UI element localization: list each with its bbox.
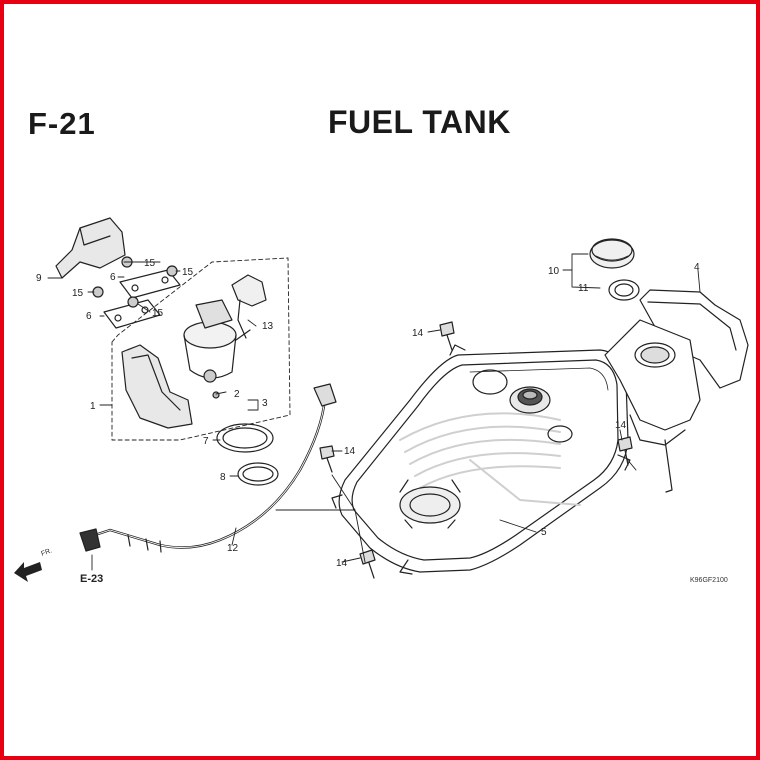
- fuel-cap: [589, 238, 635, 269]
- fuel-tank: [331, 344, 631, 575]
- pump-strainer: [121, 344, 193, 429]
- nut: [166, 265, 178, 277]
- direction-label: FR.: [40, 547, 53, 557]
- callout-labels: 1 2 3 4 5 6 6 7 8 9 10 11 12 13 14 14 14…: [36, 258, 700, 569]
- callout-14c: 14: [336, 558, 348, 569]
- pump-assembly-outline: [111, 257, 291, 441]
- callout-7: 7: [203, 436, 209, 447]
- leader-lines: [47, 253, 701, 571]
- set-ring: [237, 462, 279, 486]
- callout-9: 9: [36, 273, 42, 284]
- callout-6a: 6: [110, 272, 116, 283]
- callout-15a: 15: [144, 258, 156, 269]
- callout-15c: 15: [72, 288, 84, 299]
- nut: [92, 286, 104, 298]
- callout-13: 13: [262, 321, 274, 332]
- callout-6b: 6: [86, 311, 92, 322]
- nut: [127, 296, 139, 308]
- bolt: [617, 436, 633, 466]
- callout-4: 4: [694, 262, 700, 273]
- callout-8: 8: [220, 472, 226, 483]
- bolt: [319, 445, 335, 473]
- tank-bracket: [604, 289, 749, 493]
- fuel-pump: [183, 299, 237, 383]
- callout-12: 12: [227, 543, 239, 554]
- callout-11: 11: [578, 283, 589, 294]
- callout-14d: 14: [615, 420, 627, 431]
- callout-14a: 14: [412, 328, 424, 339]
- bolt: [439, 321, 455, 351]
- bracket-plate: [119, 269, 181, 299]
- callout-10: 10: [548, 266, 560, 277]
- drawing-code: K96GF2100: [690, 577, 728, 584]
- callout-3: 3: [262, 398, 268, 409]
- callout-14b: 14: [344, 446, 356, 457]
- callout-5: 5: [541, 527, 547, 538]
- honda-wing-logo: [399, 412, 581, 506]
- callout-15b: 15: [182, 267, 194, 278]
- cap-gasket: [608, 279, 640, 301]
- callout-1: 1: [90, 401, 96, 412]
- front-direction-arrow: [14, 562, 42, 582]
- pump-seal: [212, 391, 220, 399]
- fuel-feed-hose: [79, 383, 337, 553]
- callout-2: 2: [234, 389, 240, 400]
- pump-cover: [55, 217, 126, 279]
- bolt: [359, 549, 376, 579]
- section-reference: E-23: [80, 573, 103, 585]
- callout-15d: 15: [152, 308, 164, 319]
- level-sensor: [231, 274, 267, 341]
- page-id: F-21: [28, 106, 96, 141]
- page-title: FUEL TANK: [328, 104, 511, 140]
- pump-packing: [216, 423, 274, 453]
